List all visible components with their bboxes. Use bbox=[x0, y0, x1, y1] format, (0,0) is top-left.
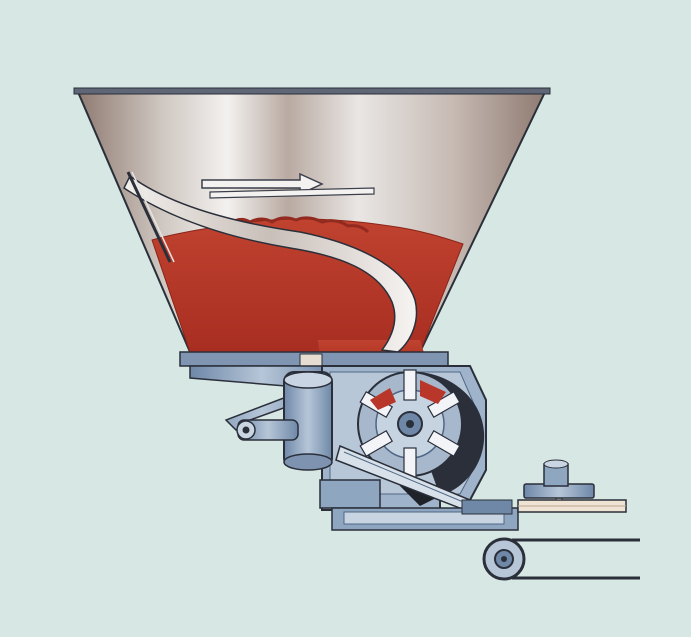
adjust-knob[interactable] bbox=[524, 460, 594, 498]
lever-handle[interactable] bbox=[237, 420, 298, 440]
conveyor-belt bbox=[484, 539, 640, 579]
